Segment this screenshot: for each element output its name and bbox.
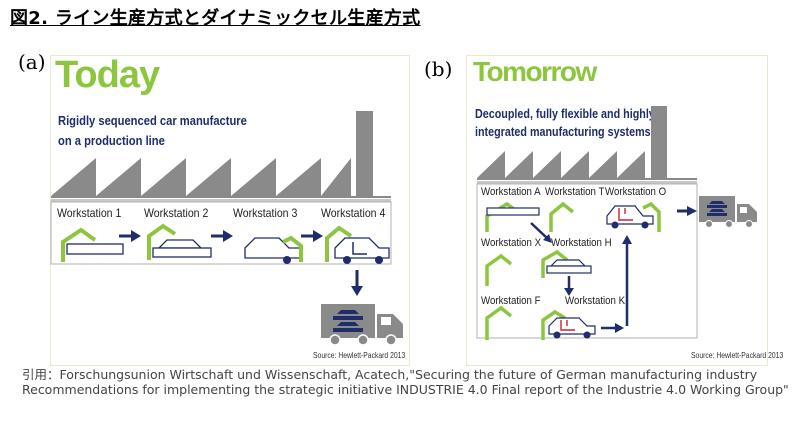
arrow-right-icon: [119, 230, 141, 242]
workstation-3-stage: [244, 235, 303, 264]
panel-tomorrow-heading: Tomorrow: [473, 56, 597, 87]
workstation-2-label: Workstation 2: [144, 206, 209, 220]
figure-title: 図2. ライン生産方式とダイナミックセル生産方式: [10, 8, 421, 29]
delivery-truck-icon: [321, 304, 403, 346]
panel-tomorrow-subtitle-1: Decoupled, fully flexible and highly: [475, 107, 655, 121]
workstation-f-label: Workstation F: [481, 295, 541, 307]
panel-today-subtitle-1: Rigidly sequenced car manufacture: [58, 113, 247, 128]
workstation-a-label: Workstation A: [481, 186, 541, 198]
workstation-h-label: Workstation H: [551, 237, 612, 249]
arrow-right-icon: [301, 230, 323, 242]
workstation-4-label: Workstation 4: [321, 206, 386, 220]
workstation-t-label: Workstation T: [545, 186, 605, 198]
workstation-1-label: Workstation 1: [57, 206, 122, 220]
arrow-down-icon: [351, 270, 363, 296]
panel-tomorrow-source: Source: Hewlett-Packard 2013: [691, 351, 784, 360]
workstation-x-label: Workstation X: [481, 237, 542, 249]
panel-b-label: (b): [424, 57, 453, 81]
panel-tomorrow-subtitle-2: integrated manufacturing systems: [475, 125, 651, 139]
panel-tomorrow: Tomorrow Decoupled, fully flexible and h…: [466, 55, 783, 366]
flexible-cell-diagram: [485, 196, 757, 340]
panel-today: Today Rigidly sequenced car manufacture …: [50, 54, 410, 366]
workstation-4-stage: [325, 225, 390, 264]
panel-today-source: Source: Hewlett-Packard 2013: [313, 351, 406, 360]
panel-today-subtitle-2: on a production line: [58, 133, 165, 148]
arrow-right-icon: [211, 230, 233, 242]
workstation-k-label: Workstation K: [565, 295, 626, 307]
workstation-1-stage: [61, 227, 124, 262]
citation: 引用：Forschungsunion Wirtschaft und Wissen…: [22, 367, 789, 397]
workstation-o-label: Workstation O: [605, 186, 667, 198]
workstation-2-stage: [147, 223, 212, 260]
panel-today-heading: Today: [55, 54, 160, 96]
panel-a-label: (a): [18, 50, 46, 74]
workstation-3-label: Workstation 3: [233, 206, 298, 220]
